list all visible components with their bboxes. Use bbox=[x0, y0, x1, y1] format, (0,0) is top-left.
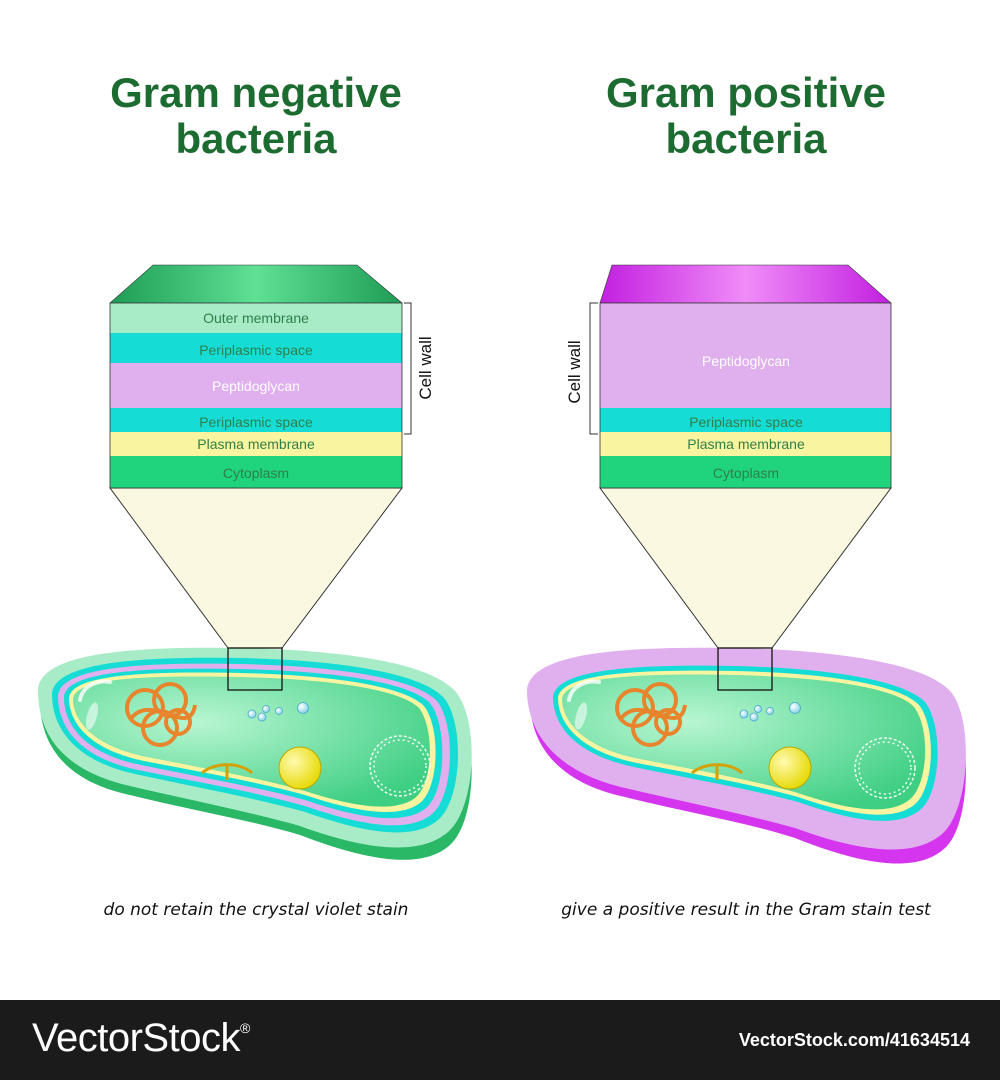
cytoplasm-label: Cytoplasm bbox=[713, 465, 779, 481]
ribosome-icon bbox=[739, 709, 749, 719]
outer-membrane-layer bbox=[110, 303, 402, 333]
image-url: VectorStock.com/41634514 bbox=[738, 1030, 970, 1050]
plasma-membrane-layer bbox=[110, 432, 402, 456]
periplasmic-space-label: Periplasmic space bbox=[689, 414, 803, 430]
mesosome-icon bbox=[201, 763, 254, 780]
periplasmic-space-label-bottom: Periplasmic space bbox=[199, 414, 313, 430]
outer-membrane-label: Outer membrane bbox=[203, 310, 309, 326]
registered-mark: ® bbox=[239, 1020, 250, 1036]
membrane-cap bbox=[109, 264, 403, 304]
inclusion-granule-icon bbox=[768, 746, 812, 790]
gram-positive-diagram: Peptidoglycan Periplasmic space Plasma m… bbox=[527, 264, 966, 864]
gram-negative-title: Gram negative bacteria bbox=[6, 70, 506, 162]
ribosome-icon bbox=[247, 709, 257, 719]
gram-positive-cell bbox=[527, 647, 966, 864]
mesosome-icon bbox=[691, 763, 744, 780]
zoom-box bbox=[717, 647, 773, 691]
plasmid-icon bbox=[854, 737, 916, 799]
periplasmic-space-layer-top bbox=[110, 333, 402, 363]
cell-wall-label: Cell wall bbox=[416, 336, 435, 399]
vectorstock-logo: VectorStock® bbox=[32, 1016, 250, 1061]
nucleoid-dna-icon bbox=[125, 682, 197, 747]
cell-wall-label: Cell wall bbox=[565, 340, 584, 403]
membrane-cap bbox=[599, 264, 892, 304]
plasmid-icon bbox=[369, 735, 431, 797]
gram-positive-title-line2: bacteria bbox=[665, 115, 827, 162]
gram-negative-diagram: Outer membrane Periplasmic space Peptido… bbox=[38, 264, 472, 860]
periplasmic-space-layer bbox=[600, 408, 891, 432]
gram-positive-title-line1: Gram positive bbox=[605, 69, 887, 116]
periplasmic-space-layer-bottom bbox=[110, 408, 402, 432]
periplasmic-space-label-top: Periplasmic space bbox=[199, 342, 313, 358]
nucleoid-dna-icon bbox=[615, 682, 687, 747]
brand-text: VectorStock bbox=[32, 1016, 240, 1060]
peptidoglycan-layer bbox=[110, 363, 402, 408]
gram-negative-caption: do not retain the crystal violet stain bbox=[103, 900, 409, 920]
plasma-membrane-label: Plasma membrane bbox=[687, 436, 805, 452]
zoom-box bbox=[227, 647, 283, 691]
cytoplasm-layer bbox=[600, 456, 891, 488]
cell-wall-bracket bbox=[589, 302, 598, 435]
diagram-canvas: Outer membrane Periplasmic space Peptido… bbox=[38, 264, 966, 864]
cytoplasm-layer bbox=[110, 456, 402, 488]
cell-wall-bracket bbox=[404, 302, 412, 435]
gram-negative-title-line1: Gram negative bbox=[110, 69, 402, 116]
plasma-membrane-label: Plasma membrane bbox=[197, 436, 315, 452]
peptidoglycan-label: Peptidoglycan bbox=[212, 378, 300, 394]
inclusion-granule-icon bbox=[278, 746, 322, 790]
gram-negative-title-line2: bacteria bbox=[175, 115, 337, 162]
gram-negative-cell bbox=[38, 647, 472, 860]
plasma-membrane-layer bbox=[600, 432, 891, 456]
peptidoglycan-layer bbox=[600, 303, 891, 408]
zoom-cone bbox=[109, 487, 403, 649]
gram-positive-title: Gram positive bacteria bbox=[496, 70, 996, 162]
zoom-cone bbox=[599, 487, 892, 649]
peptidoglycan-label: Peptidoglycan bbox=[702, 353, 790, 369]
gram-positive-caption: give a positive result in the Gram stain… bbox=[561, 900, 931, 920]
cytoplasm-label: Cytoplasm bbox=[223, 465, 289, 481]
watermark-footer: VectorStock® VectorStock.com/41634514 bbox=[0, 1000, 1000, 1080]
